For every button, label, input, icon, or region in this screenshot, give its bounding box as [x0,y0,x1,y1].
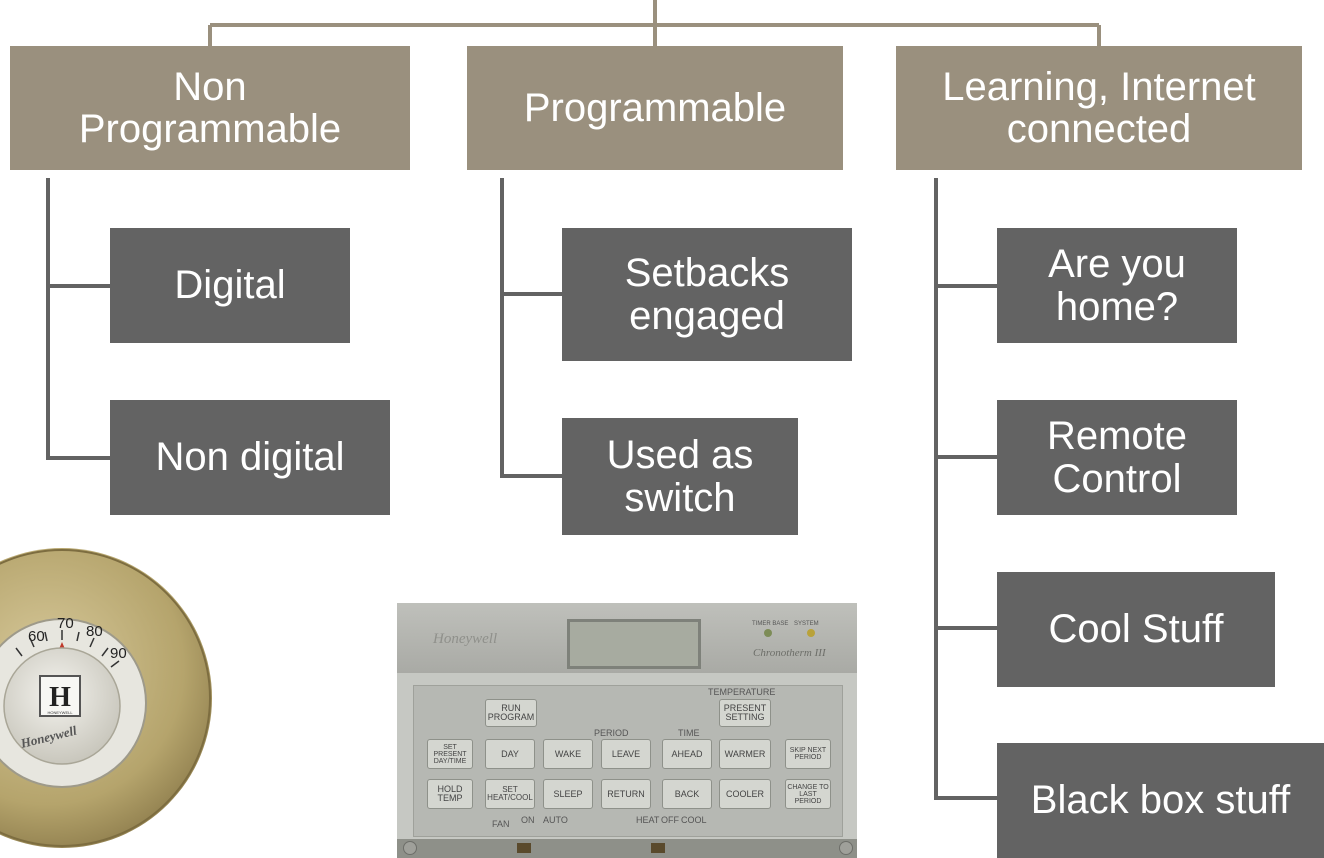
category-learning-internet-connected: Learning, Internet connected [896,46,1302,170]
leaf-cool-stuff: Cool Stuff [997,572,1275,687]
dial-number-80: 80 [86,623,103,640]
thermostat-brand: Honeywell [433,631,498,647]
label-temperature: TEMPERATURE [708,687,776,697]
round-thermostat-photo: 60 70 80 90 H HONEYWELL Honeywell [0,548,240,858]
cooler-button[interactable]: COOLER [719,779,771,809]
change-to-last-period-button[interactable]: CHANGE TO LAST PERIOD [785,779,831,809]
dial-number-90: 90 [110,645,127,662]
screw-icon [403,841,417,855]
label-fan-auto: AUTO [543,815,568,825]
screw-icon [839,841,853,855]
thermostat-base [397,839,857,858]
leaf-remote-control: Remote Control [997,400,1237,515]
label-fan: FAN [492,819,510,829]
indicator-led-icon [807,629,815,637]
label-time: TIME [678,728,700,738]
skip-next-period-button[interactable]: SKIP NEXT PERIOD [785,739,831,769]
leaf-are-you-home: Are you home? [997,228,1237,343]
category-programmable: Programmable [467,46,843,170]
programmable-thermostat-photo: Honeywell TIMER BASE SYSTEM Chronotherm … [397,603,857,858]
indicator-label-timer-base: TIMER BASE [752,621,789,627]
warmer-button[interactable]: WARMER [719,739,771,769]
back-button[interactable]: BACK [662,779,712,809]
leaf-non-digital: Non digital [110,400,390,515]
indicator-led-icon [764,629,772,637]
return-button[interactable]: RETURN [601,779,651,809]
thermostat-model: Chronotherm III [753,647,826,659]
indicator-label-system: SYSTEM [794,621,819,627]
logo-letter: H [49,682,71,713]
set-heat-cool-button[interactable]: SET HEAT/COOL [485,779,535,809]
leaf-digital: Digital [110,228,350,343]
category-non-programmable: Non Programmable [10,46,410,170]
hold-temp-button[interactable]: HOLD TEMP [427,779,473,809]
system-switch-icon[interactable] [651,843,665,853]
fan-switch-icon[interactable] [517,843,531,853]
logo-small-text: HONEYWELL [47,710,73,715]
label-off: OFF [661,815,679,825]
ahead-button[interactable]: AHEAD [662,739,712,769]
leaf-setbacks-engaged: Setbacks engaged [562,228,852,361]
run-program-button[interactable]: RUN PROGRAM [485,699,537,727]
dial-number-70: 70 [57,615,74,632]
wake-button[interactable]: WAKE [543,739,593,769]
label-cool: COOL [681,815,707,825]
set-present-day-time-button[interactable]: SET PRESENT DAY/TIME [427,739,473,769]
sleep-button[interactable]: SLEEP [543,779,593,809]
dial-number-60: 60 [28,628,45,645]
label-period: PERIOD [594,728,629,738]
present-setting-button[interactable]: PRESENT SETTING [719,699,771,727]
round-thermostat-illustration: 60 70 80 90 H HONEYWELL Honeywell [0,548,212,848]
leaf-used-as-switch: Used as switch [562,418,798,535]
label-fan-on: ON [521,815,535,825]
thermostat-lcd-screen [567,619,701,669]
label-heat: HEAT [636,815,660,825]
day-button[interactable]: DAY [485,739,535,769]
leave-button[interactable]: LEAVE [601,739,651,769]
leaf-black-box-stuff: Black box stuff [997,743,1324,858]
